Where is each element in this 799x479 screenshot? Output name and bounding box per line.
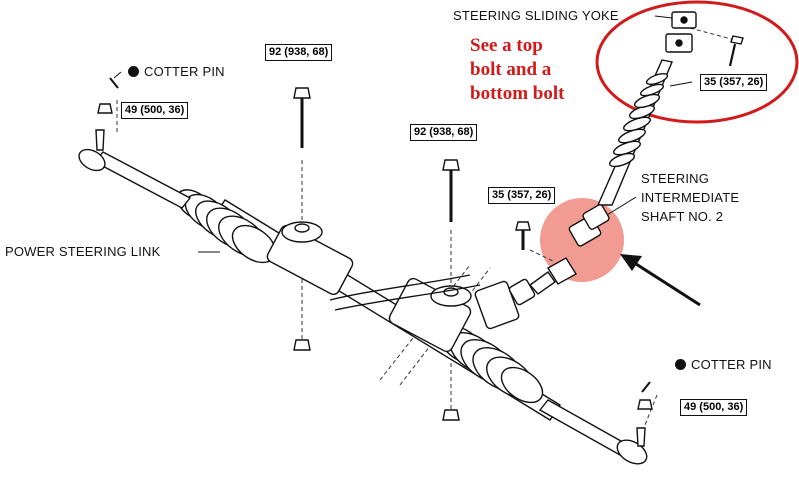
cotter-pin-right-text: COTTER PIN bbox=[691, 357, 772, 372]
fasteners bbox=[97, 77, 653, 421]
bolt-annotation-line2: bolt and a bbox=[470, 59, 552, 80]
torque-mount-bolt-left: 92 (938, 68) bbox=[265, 44, 333, 61]
torque-mount-bolt-center: 92 (938, 68) bbox=[410, 124, 478, 141]
right-boot bbox=[439, 325, 544, 404]
bolt-annotation-line1: See a top bbox=[470, 35, 543, 56]
intermediate-shaft-label-line1: STEERING bbox=[641, 171, 710, 186]
torque-cotter-nut-left: 49 (500, 36) bbox=[121, 102, 189, 119]
torque-shaft-bolt-lower: 35 (357, 26) bbox=[488, 187, 556, 204]
rack-housing bbox=[176, 189, 561, 421]
yoke-callout-ellipse bbox=[595, 0, 799, 124]
cotter-pin-bullet-icon bbox=[675, 359, 686, 370]
pointer-arrow bbox=[620, 254, 701, 307]
cotter-pin-left-text: COTTER PIN bbox=[144, 64, 225, 79]
bolt-annotation: See a top bolt and a bottom bolt bbox=[470, 34, 564, 106]
torque-yoke-bolt-upper: 35 (357, 26) bbox=[700, 74, 768, 91]
bolt-annotation-line3: bottom bolt bbox=[470, 83, 565, 104]
cotter-pin-right-label: COTTER PIN bbox=[675, 357, 772, 372]
intermediate-shaft bbox=[528, 59, 673, 295]
tie-rods bbox=[78, 129, 648, 465]
cotter-pin-bullet-icon bbox=[128, 66, 139, 77]
shaft-boot bbox=[608, 72, 669, 168]
torque-cotter-nut-right: 49 (500, 36) bbox=[680, 399, 748, 416]
intermediate-shaft-label-line3: SHAFT NO. 2 bbox=[641, 209, 724, 224]
intermediate-shaft-label-line2: INTERMEDIATE bbox=[641, 190, 740, 205]
sliding-yoke bbox=[665, 11, 744, 67]
leader-lines bbox=[113, 15, 693, 253]
power-steering-link-label: POWER STEERING LINK bbox=[5, 244, 161, 259]
steering-sliding-yoke-label: STEERING SLIDING YOKE bbox=[453, 8, 619, 23]
cotter-pin-left-label: COTTER PIN bbox=[128, 64, 225, 79]
